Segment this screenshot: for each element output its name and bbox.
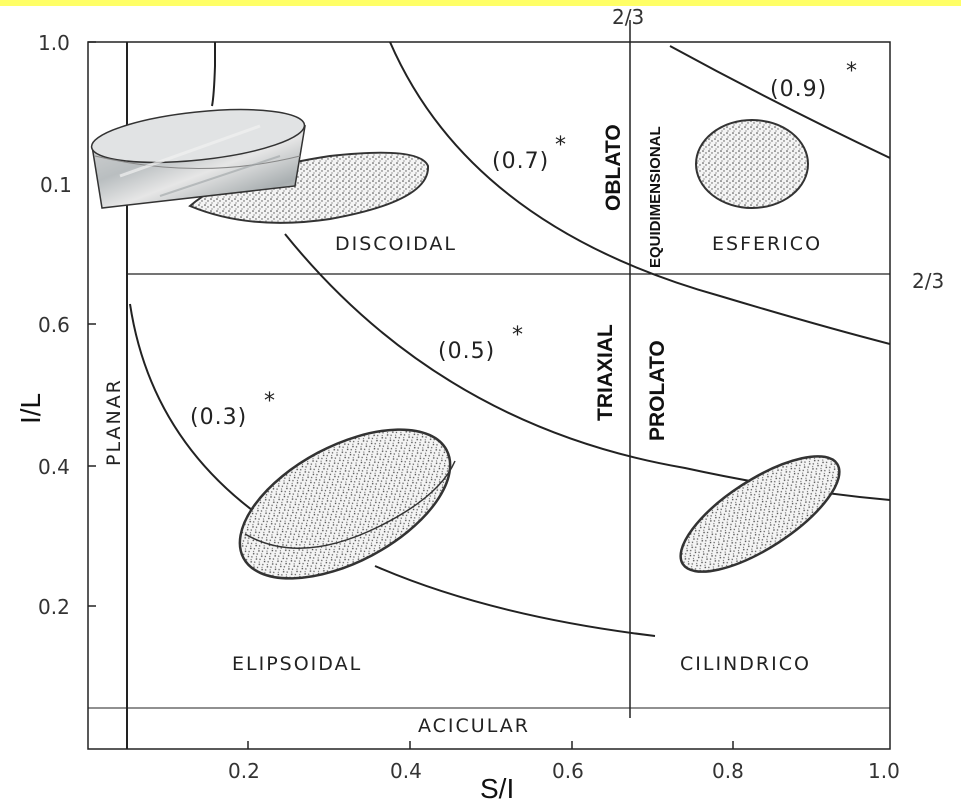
region-planar-label: PLANAR — [103, 378, 125, 466]
two-thirds-top-label: 2/3 — [612, 6, 644, 29]
class-triaxial-label: TRIAXIAL — [594, 324, 617, 421]
esferico-shape — [696, 120, 808, 208]
curve-label-0-7: (0.7) — [492, 149, 549, 174]
region-cilindrico-label: CILINDRICO — [680, 653, 811, 675]
cilindrico-shape — [664, 435, 855, 592]
region-esferico-label: ESFERICO — [712, 233, 822, 255]
y-tick-label-4: 0.4 — [38, 455, 70, 479]
curve-label-0-9: (0.9) — [770, 77, 827, 102]
curve-top-left-stub — [212, 42, 215, 106]
x-tick-label-3: 0.6 — [552, 759, 584, 783]
curve-label-0-3: (0.3) — [190, 405, 247, 430]
region-discoidal-label: DISCOIDAL — [335, 233, 457, 255]
y-tick-label-5: 0.2 — [38, 595, 70, 619]
curve-label-0-5-star: * — [512, 323, 524, 348]
class-equidimensional-label: EQUIDIMENSIONAL — [647, 126, 664, 268]
y-tick-label-1: 1.0 — [38, 31, 70, 55]
two-thirds-right-label: 2/3 — [912, 269, 944, 293]
x-tick-label-1: 0.2 — [228, 759, 260, 783]
class-oblato-label: OBLATO — [602, 124, 625, 211]
y-tick-label-2: 0.1 — [40, 173, 72, 197]
diagram-panel: 1.0 0.1 0.6 0.4 0.2 0.2 0.4 0.6 0.8 1.0 … — [0, 6, 961, 799]
curve-0-3-lower — [375, 566, 655, 636]
curve-label-0-9-star: * — [846, 59, 858, 84]
curve-label-0-5: (0.5) — [438, 339, 495, 364]
y-tick-label-3: 0.6 — [38, 313, 70, 337]
class-prolato-label: PROLATO — [646, 340, 669, 441]
x-tick-label-2: 0.4 — [390, 759, 422, 783]
region-acicular-label: ACICULAR — [418, 715, 530, 737]
x-tick-label-4: 0.8 — [712, 759, 744, 783]
zingg-shape-diagram: 1.0 0.1 0.6 0.4 0.2 0.2 0.4 0.6 0.8 1.0 … — [0, 6, 961, 799]
x-axis-title: S/I — [480, 773, 514, 799]
curve-label-0-3-star: * — [264, 389, 276, 414]
x-tick-label-5: 1.0 — [868, 759, 900, 783]
curve-label-0-7-star: * — [555, 133, 567, 158]
region-elipsoidal-label: ELIPSOIDAL — [232, 653, 362, 675]
y-axis-title: I/L — [15, 393, 46, 424]
elipsoidal-shape — [216, 399, 474, 609]
